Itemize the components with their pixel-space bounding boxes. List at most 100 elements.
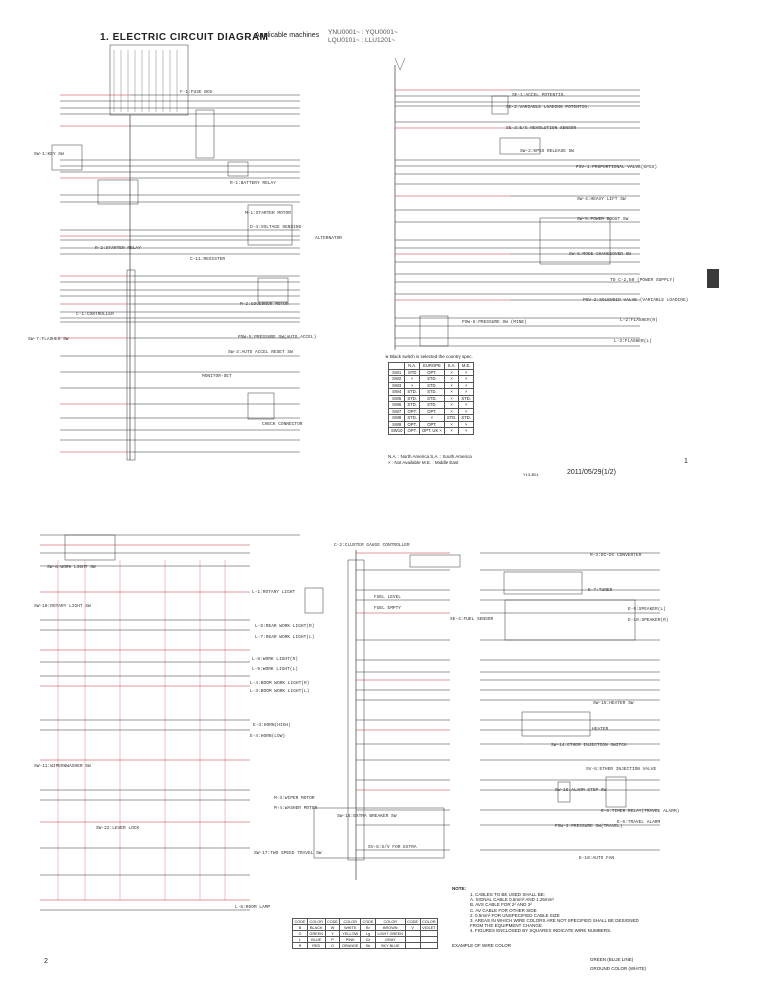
- spec-table-caption: ※ Black switch is selected the country s…: [385, 354, 473, 359]
- wire-color-example-title: EXAMPLE OF WIRE COLOR: [452, 943, 512, 948]
- page-number-right: 1: [684, 458, 688, 465]
- bottom-component-label: FUEL EMPTY: [374, 606, 402, 611]
- table-cell: RED: [306, 942, 326, 949]
- wire-example-line1: GREEN (BLUE LINE): [590, 957, 634, 962]
- component-box: [605, 776, 627, 808]
- bottom-component-label: SW-11:WIPER&WASHER SW: [34, 764, 91, 769]
- bottom-component-label: E-10:AUTO FAN: [579, 856, 615, 861]
- bottom-component-label: R-6:TIMER RELAY(TRAVEL ALARM): [601, 809, 680, 814]
- note-item: 4. FIGURES ENCLOSED BY SQUARES INDICATE …: [470, 928, 612, 934]
- component-box: [557, 781, 571, 803]
- machine-serials: YNU0001~ : YQU0001~ LQU0101~ : LLU1201~: [328, 29, 398, 44]
- top-component-label: PSW-6:PRESSURE SW (MINE): [462, 320, 527, 325]
- top-component-label: SE-2:VARIABLE LOADING POTENTIO.: [506, 105, 590, 110]
- note-item: 1. CABLES TO BE USED SHALL BE:: [470, 892, 545, 897]
- table-cell: ORANGE: [339, 942, 361, 949]
- bottom-component-label: SW-17:TWO SPEED TRAVEL SW: [254, 851, 322, 856]
- bottom-component-label: E-7:TUNER: [588, 588, 613, 593]
- spec-legend-2: × : Not Available M.E. : Middle East: [388, 460, 459, 465]
- bottom-component-label: L-9:WORK LIGHT(L): [252, 667, 298, 672]
- bottom-component-label: E-9:SPEAKER(L): [628, 607, 666, 612]
- bottom-component-label: SW-15:HEATER SW: [593, 701, 634, 706]
- component-box: [227, 161, 249, 177]
- bottom-component-label: L-8:WORK LIGHT(R): [252, 657, 298, 662]
- component-box: [313, 807, 445, 859]
- notes-title: NOTE:: [452, 886, 466, 891]
- note-item: 2. 0.5mm² FOR UNSPECIFIED CABLE SIZE: [470, 912, 560, 918]
- top-component-label: SW-4:HEAVY LIFT SW: [577, 197, 626, 202]
- table-cell: O: [324, 942, 341, 949]
- bottom-component-label: SE-4:FUEL SENSOR: [450, 617, 494, 622]
- top-component-label: SW-1:KEY SW: [34, 152, 64, 157]
- top-component-label: PSV-2:SOLENOID VALVE (VARIABLE LOADING): [583, 298, 689, 303]
- top-component-label: SE-1:ACCEL POTENTIO.: [512, 93, 567, 98]
- bottom-component-label: SW-16:ALARM STOP SW: [555, 788, 607, 793]
- top-component-label: L-2:FLASHER(R): [620, 318, 658, 323]
- bottom-component-label: SW-22:LEVER LOCK: [96, 826, 140, 831]
- component-box: [195, 109, 215, 159]
- top-component-label: M-1:STARTER MOTOR: [245, 211, 291, 216]
- top-component-label: SW-5:POWER BOOST SW: [577, 217, 629, 222]
- table-cell: SW10: [387, 427, 406, 435]
- note-item: A. SIGNAL CABLE 0.5mm² AND 1.25mm²: [470, 897, 554, 903]
- wire-connector: [394, 57, 406, 71]
- bottom-component-label: PSW-3:PRESSURE SW(TRAVEL): [555, 824, 623, 829]
- component-box: [64, 534, 116, 561]
- top-component-label: ALTERNATOR: [315, 236, 343, 241]
- revision-stamp: 2011/05/29(1/2): [567, 469, 616, 476]
- bottom-component-label: FUEL LEVEL: [374, 595, 402, 600]
- component-box: [409, 554, 461, 568]
- page-number-bottom: 2: [44, 958, 48, 965]
- component-box: [504, 599, 636, 641]
- top-component-label: SW-6:MODE CHANGEOVER SW: [569, 252, 632, 257]
- bottom-component-label: M-4:WASHER MOTOR: [274, 806, 318, 811]
- top-component-label: F-1:FUSE BOX: [180, 90, 213, 95]
- bottom-component-label: R-3:DC-DC CONVERTER: [590, 553, 642, 558]
- component-box: [539, 217, 611, 265]
- bottom-component-label: E-10:SPEAKER(R): [628, 618, 669, 623]
- component-box: [419, 315, 449, 347]
- wire-example-line2: GROUND COLOR (WHITE): [590, 966, 646, 971]
- component-box: [304, 587, 324, 614]
- component-box: [247, 392, 275, 420]
- component-box: [499, 137, 541, 155]
- bottom-component-label: SW-8:WORK LIGHT SW: [47, 565, 96, 570]
- table-cell: OPT.: [404, 427, 420, 435]
- bottom-component-label: M-3:WIPER MOTOR: [274, 796, 315, 801]
- top-component-label: PSV-1:PROPORTIONAL VALVE(KPSS): [576, 165, 658, 170]
- top-component-label: C-1:CONTROLLER: [76, 312, 114, 317]
- component-box: [109, 44, 189, 116]
- component-box: [51, 144, 83, 171]
- component-box: [491, 95, 509, 115]
- spec-legend-1: N.A. : North America S.A. : South Americ…: [388, 454, 472, 459]
- top-component-label: R-2:STARTER RELAY: [95, 246, 141, 251]
- top-component-label: R-1:BATTERY RELAY: [230, 181, 276, 186]
- note-item: FROM THE EQUIPMENT CHANGE.: [470, 923, 544, 929]
- bottom-component-label: L-7:REAR WORK LIGHT(L): [255, 635, 315, 640]
- top-component-label: D-4:VOLTAGE SENSING: [250, 225, 302, 230]
- top-component-label: SW-2:KPSS RELEASE SW: [520, 149, 575, 154]
- bottom-component-label: SW-16:EXTRA BREAKER SW: [337, 814, 397, 819]
- diagram-header: 1. ELECTRIC CIRCUIT DIAGRAM Applicable m…: [100, 29, 398, 44]
- bottom-component-label: SV-8:S/V FOR EXTRA: [368, 845, 417, 850]
- table-cell: [419, 942, 439, 949]
- component-box: [247, 204, 293, 246]
- applicable-label: Applicable machines: [255, 32, 320, 39]
- bottom-component-label: L-3:BOOM WORK LIGHT(L): [250, 689, 310, 694]
- top-component-label: TO C-2,50 (POWER SUPPLY): [610, 278, 675, 283]
- component-box: [97, 179, 139, 205]
- component-box: [347, 559, 365, 861]
- top-component-label: PSW-5:PRESSURE SW(AUTO ACCEL): [238, 335, 317, 340]
- table-cell: SKY BLUE: [374, 942, 406, 949]
- table-cell: ×: [443, 427, 460, 435]
- top-component-label: L-3:FLASHER(L): [614, 339, 652, 344]
- top-component-label: CHECK CONNECTOR: [262, 422, 303, 427]
- bottom-component-label: HEATER: [592, 727, 609, 732]
- index-tab-marker: [707, 269, 719, 288]
